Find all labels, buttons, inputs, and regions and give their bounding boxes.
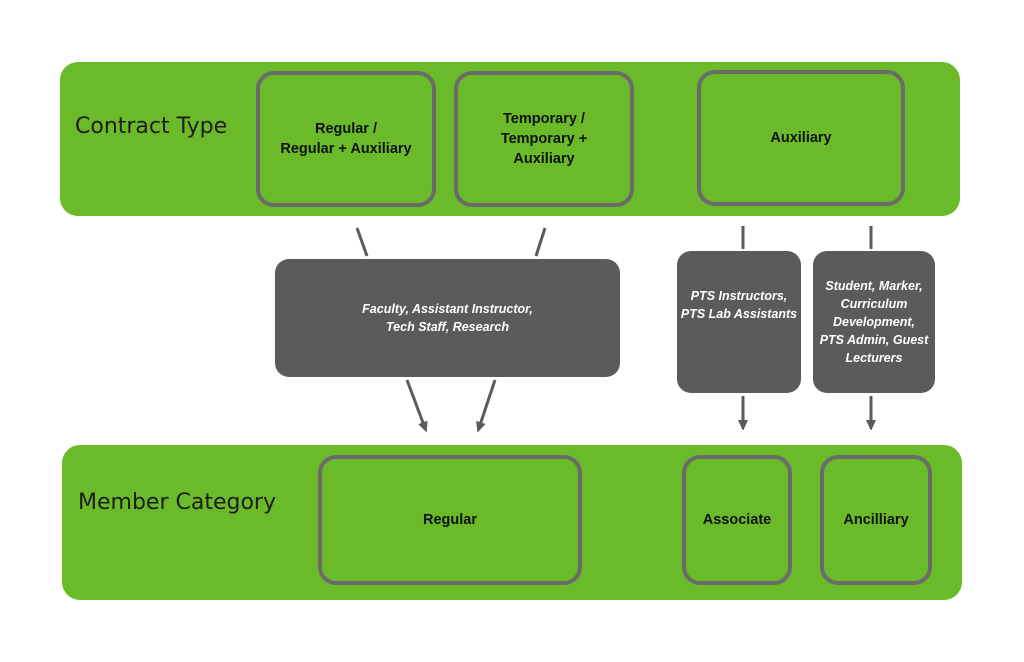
member-ancilliary-box: Ancilliary xyxy=(820,455,932,585)
contract-temporary-box: Temporary / Temporary + Auxiliary xyxy=(454,71,634,207)
connector-arrow xyxy=(479,379,497,428)
connector-line xyxy=(355,227,369,257)
contract-auxiliary-box: Auxiliary xyxy=(697,70,905,206)
role-faculty-box: Faculty, Assistant Instructor, Tech Staf… xyxy=(275,259,620,377)
member-category-label: Member Category xyxy=(78,490,276,515)
connector-line xyxy=(534,227,547,257)
member-regular-box: Regular xyxy=(318,455,582,585)
contract-type-label: Contract Type xyxy=(75,114,228,139)
member-associate-box: Associate xyxy=(682,455,792,585)
member-category-band xyxy=(62,445,962,600)
contract-regular-box: Regular / Regular + Auxiliary xyxy=(256,71,436,207)
role-pts-instructors-box: PTS Instructors, PTS Lab Assistants xyxy=(677,251,801,393)
connector-arrow xyxy=(405,379,425,428)
role-student-box: Student, Marker, Curriculum Development,… xyxy=(813,251,935,393)
contract-type-band xyxy=(60,62,960,216)
